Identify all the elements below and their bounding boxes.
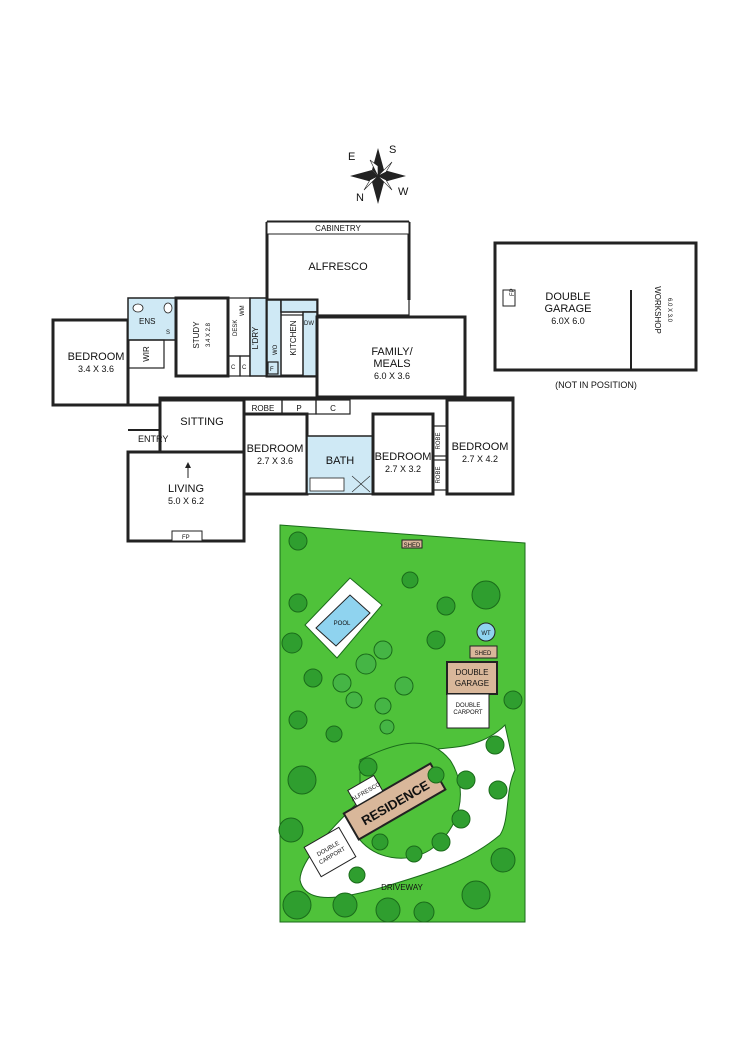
bedroom-4-room — [445, 398, 515, 496]
site-garage-label-1: DOUBLE — [456, 668, 489, 677]
bedroom-4-name: BEDROOM — [452, 441, 509, 453]
desk-area — [227, 297, 251, 357]
bedroom-2-dims: 2.7 X 3.6 — [257, 456, 293, 466]
living-dims: 5.0 X 6.2 — [168, 496, 204, 506]
living-name: LIVING — [168, 483, 204, 495]
detached-garage: FP DOUBLE GARAGE 6.0X 6.0 WORKSHOP 6.0 X… — [493, 241, 698, 390]
c-label-1: C — [231, 365, 236, 371]
garage-name-2: GARAGE — [544, 303, 591, 315]
robe-1-label: ROBE — [252, 404, 275, 413]
site-plan: DRIVEWAY POOL SHED WT SHED DOUBLE GARAGE… — [278, 524, 526, 923]
garage-fp-label: FP — [510, 288, 516, 296]
bedroom-4-dims: 2.7 X 4.2 — [462, 454, 498, 464]
compass-w: W — [398, 186, 409, 198]
c-label-2: C — [242, 365, 247, 371]
bedroom-2-name: BEDROOM — [247, 443, 304, 455]
compass-s: S — [389, 144, 396, 156]
compass-rose: E S N W — [348, 144, 409, 204]
carport-right-label-2: CARPORT — [453, 710, 483, 716]
ens-label: ENS — [139, 317, 155, 326]
entry-label: ENTRY — [138, 434, 168, 444]
pool-label: POOL — [334, 621, 351, 627]
garage-name-1: DOUBLE — [545, 291, 590, 303]
bath-label: BATH — [326, 455, 355, 467]
ens-s-label: S — [166, 330, 170, 336]
water-tank — [476, 622, 496, 642]
workshop-name: WORKSHOP — [653, 286, 662, 334]
study-dims: 3.4 X 2.8 — [206, 322, 212, 347]
family-name-1: FAMILY/ — [371, 346, 413, 358]
shed-top — [401, 539, 423, 549]
study-room — [174, 296, 230, 378]
pool — [315, 594, 371, 647]
site-garage-label-2: GARAGE — [455, 679, 489, 688]
garage-building — [493, 241, 698, 372]
site-double-garage — [446, 661, 498, 695]
wo-label: WO — [273, 344, 279, 355]
floor-plan: CABINETRY ALFRESCO BEDROOM 3.4 X 3.6 ENS… — [51, 220, 515, 543]
shed-label: SHED — [475, 651, 492, 657]
bedroom-1-name: BEDROOM — [68, 351, 125, 363]
garage-note: (NOT IN POSITION) — [555, 380, 637, 390]
robe-3-label: ROBE — [436, 466, 442, 483]
study-name: STUDY — [192, 321, 201, 349]
f-label: F — [270, 367, 274, 373]
garage-dims: 6.0X 6.0 — [551, 316, 585, 326]
p-label: P — [296, 404, 301, 413]
cabinetry-label: CABINETRY — [315, 224, 361, 233]
bedroom-3-name: BEDROOM — [375, 451, 432, 463]
wt-label: WT — [481, 631, 491, 637]
living-fp-label: FP — [182, 535, 190, 541]
family-name-2: MEALS — [373, 358, 410, 370]
shed — [469, 645, 498, 659]
compass-n: N — [356, 192, 364, 204]
desk-label: DESK — [233, 320, 239, 336]
laundry-label: L'DRY — [251, 326, 260, 349]
robe-2-label: ROBE — [436, 432, 442, 449]
site-carport-right — [446, 693, 490, 729]
kitchen-label: KITCHEN — [289, 320, 298, 355]
dw-label: DW — [304, 321, 314, 327]
carport-right-label-1: DOUBLE — [456, 703, 481, 709]
site-trees — [278, 531, 523, 923]
c-label-3: C — [330, 404, 336, 413]
shed-top-label: SHED — [404, 543, 421, 549]
wir-label: WIR — [142, 346, 151, 362]
compass-e: E — [348, 151, 355, 163]
driveway-label: DRIVEWAY — [381, 883, 423, 892]
bedroom-3-dims: 2.7 X 3.2 — [385, 464, 421, 474]
alfresco-label: ALFRESCO — [308, 261, 368, 273]
sitting-label: SITTING — [180, 416, 223, 428]
workshop-dims: 6.0 X 3.0 — [666, 298, 672, 323]
wm-label: WM — [240, 305, 246, 316]
family-dims: 6.0 X 3.6 — [374, 371, 410, 381]
wir-room — [127, 339, 165, 369]
bedroom-1-dims: 3.4 X 3.6 — [78, 364, 114, 374]
site-carport-left: DOUBLE CARPORT — [303, 826, 357, 878]
